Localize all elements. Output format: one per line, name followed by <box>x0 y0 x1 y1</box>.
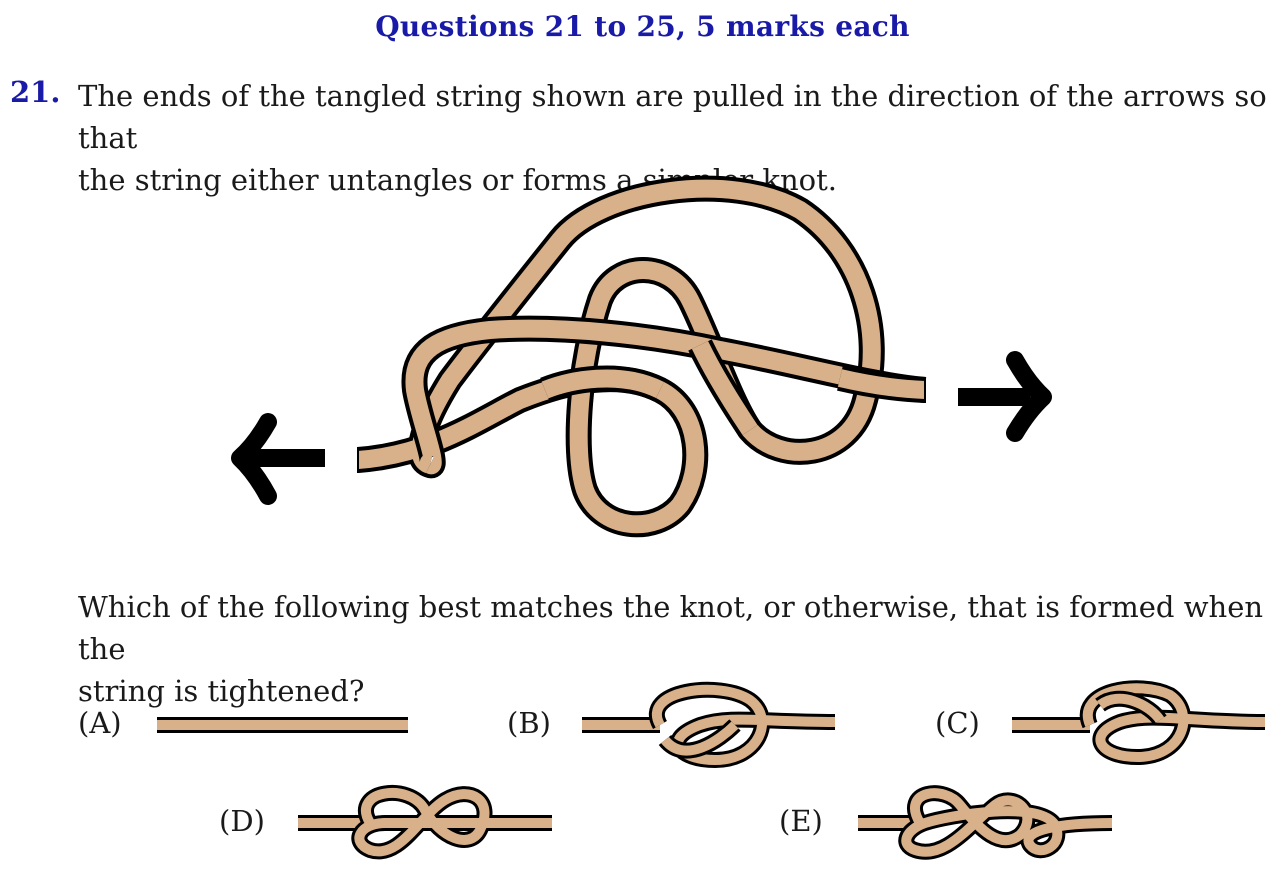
tangled-rope <box>356 175 927 538</box>
option-c-figure <box>1012 680 1266 766</box>
option-b-figure <box>582 681 836 769</box>
question-number: 21. <box>10 75 61 109</box>
option-e-figure <box>858 785 1113 860</box>
option-d-label[interactable]: (D) <box>219 804 265 838</box>
question-prompt: Which of the following best matches the … <box>78 586 1278 712</box>
question-text-line-1: The ends of the tangled string shown are… <box>78 79 1267 155</box>
right-arrow-icon <box>958 351 1052 442</box>
left-arrow-icon <box>231 413 325 505</box>
option-a-label[interactable]: (A) <box>78 706 122 740</box>
option-b-label[interactable]: (B) <box>507 706 551 740</box>
option-d-figure <box>298 784 552 860</box>
question-prompt-line-2: string is tightened? <box>78 674 365 708</box>
option-e-label[interactable]: (E) <box>779 804 823 838</box>
section-heading: Questions 21 to 25, 5 marks each <box>375 10 910 43</box>
question-prompt-line-1: Which of the following best matches the … <box>78 590 1264 666</box>
option-c-label[interactable]: (C) <box>935 706 980 740</box>
question-text: The ends of the tangled string shown are… <box>78 75 1278 201</box>
